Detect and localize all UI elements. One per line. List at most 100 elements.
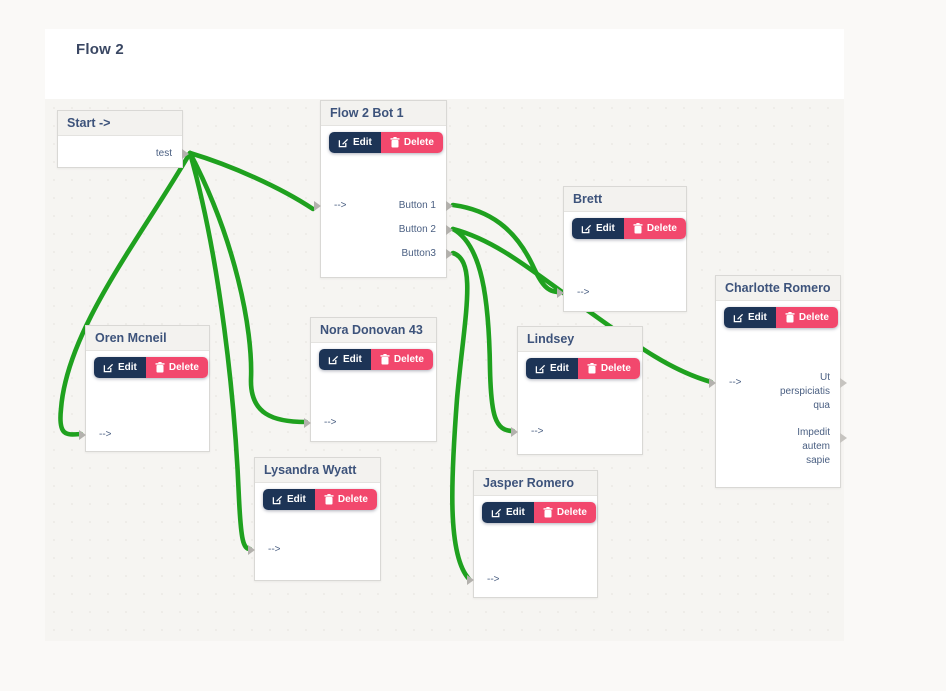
pencil-square-icon	[328, 354, 339, 365]
edit-button-label: Edit	[506, 507, 525, 518]
input-port-oren-mcneil[interactable]: -->	[79, 428, 209, 442]
input-port-flow2bot1[interactable]: -->	[314, 199, 446, 213]
edit-button[interactable]: Edit	[329, 132, 381, 153]
trash-icon	[543, 507, 553, 518]
edit-button[interactable]: Edit	[319, 349, 371, 370]
node-actions: Edit Delete	[572, 218, 686, 239]
input-port-lysandra-wyatt[interactable]: -->	[248, 543, 380, 557]
node-title: Brett	[564, 187, 686, 212]
input-port-label: -->	[99, 429, 112, 440]
port-arrow-icon[interactable]	[446, 225, 453, 235]
node-actions: Edit Delete	[94, 357, 208, 378]
text-output-line: perspiciatis	[779, 386, 830, 397]
delete-button[interactable]: Delete	[314, 489, 377, 510]
trash-icon	[633, 223, 643, 234]
node-actions: Edit Delete	[263, 489, 377, 510]
delete-button[interactable]: Delete	[380, 132, 443, 153]
node-actions: Edit Delete	[526, 358, 640, 379]
text-output-line: qua	[813, 400, 830, 411]
edit-button[interactable]: Edit	[724, 307, 776, 328]
edit-button-label: Edit	[343, 354, 362, 365]
input-port-charlotte-romero[interactable]: -->	[709, 376, 840, 390]
port-arrow-icon[interactable]	[511, 427, 518, 437]
delete-button[interactable]: Delete	[775, 307, 838, 328]
edit-button-label: Edit	[287, 494, 306, 505]
port-arrow-icon[interactable]	[304, 418, 311, 428]
input-port-jasper-romero[interactable]: -->	[467, 573, 597, 587]
input-port-brett[interactable]: -->	[557, 286, 686, 300]
delete-button-label: Delete	[168, 362, 199, 373]
input-port-label: -->	[729, 377, 742, 388]
edit-button[interactable]: Edit	[482, 502, 534, 523]
output-port-test[interactable]: test	[58, 147, 189, 161]
port-arrow-icon[interactable]	[446, 249, 453, 259]
edit-button-label: Edit	[550, 363, 569, 374]
pencil-square-icon	[733, 312, 744, 323]
delete-button[interactable]: Delete	[370, 349, 433, 370]
edge-start.test-to-flow2bot1.input	[187, 150, 316, 212]
port-arrow-icon[interactable]	[467, 575, 474, 585]
port-arrow-icon[interactable]	[840, 433, 847, 443]
edge-flow2bot1.button-1-to-brett.input	[450, 202, 562, 295]
node-start[interactable]: Start -> test	[57, 110, 189, 168]
input-port-label: -->	[268, 544, 281, 555]
edit-button[interactable]: Edit	[94, 357, 146, 378]
port-arrow-icon[interactable]	[182, 149, 189, 159]
output-port-label: Button 1	[398, 200, 436, 211]
text-output-line: sapie	[806, 455, 830, 466]
text-output-line: autem	[802, 441, 830, 452]
node-title: Start ->	[58, 111, 182, 136]
edit-button[interactable]: Edit	[572, 218, 624, 239]
pencil-square-icon	[581, 223, 592, 234]
pencil-square-icon	[103, 362, 114, 373]
delete-button-label: Delete	[798, 312, 829, 323]
delete-button[interactable]: Delete	[145, 357, 208, 378]
input-port-label: -->	[324, 417, 337, 428]
node-nora-donovan-43[interactable]: Nora Donovan 43 Edit Delete -->	[304, 317, 437, 442]
text-output-line: Ut	[820, 372, 830, 383]
port-arrow-icon[interactable]	[79, 430, 86, 440]
port-arrow-icon[interactable]	[840, 378, 847, 388]
output-port-label: test	[155, 148, 172, 159]
output-port-button-1[interactable]: Button 1	[321, 199, 453, 213]
port-arrow-icon[interactable]	[557, 288, 564, 298]
flow-header-bar: Flow 2	[45, 29, 844, 99]
edit-button-label: Edit	[596, 223, 615, 234]
edit-button[interactable]: Edit	[263, 489, 315, 510]
output-port-button3[interactable]: Button3	[321, 247, 453, 261]
text-output-port[interactable]: Ut perspiciatis qua	[716, 371, 840, 413]
port-arrow-icon[interactable]	[314, 201, 321, 211]
pencil-square-icon	[272, 494, 283, 505]
trash-icon	[324, 494, 334, 505]
delete-button[interactable]: Delete	[577, 358, 640, 379]
output-port-label: Button3	[401, 248, 436, 259]
output-port-button-2[interactable]: Button 2	[321, 223, 453, 237]
port-arrow-icon[interactable]	[709, 378, 716, 388]
port-arrow-icon[interactable]	[248, 545, 255, 555]
trash-icon	[380, 354, 390, 365]
trash-icon	[155, 362, 165, 373]
edge-flow2bot1.button-2-to-lindsey.input	[450, 226, 516, 434]
port-arrow-icon[interactable]	[446, 201, 453, 211]
delete-button[interactable]: Delete	[533, 502, 596, 523]
edit-button-label: Edit	[748, 312, 767, 323]
node-title: Flow 2 Bot 1	[321, 101, 446, 126]
delete-button[interactable]: Delete	[623, 218, 686, 239]
edit-button[interactable]: Edit	[526, 358, 578, 379]
node-title: Nora Donovan 43	[311, 318, 436, 343]
delete-button-label: Delete	[337, 494, 368, 505]
pencil-square-icon	[338, 137, 349, 148]
input-port-nora-donovan-43[interactable]: -->	[304, 416, 436, 430]
input-port-lindsey[interactable]: -->	[511, 425, 642, 439]
